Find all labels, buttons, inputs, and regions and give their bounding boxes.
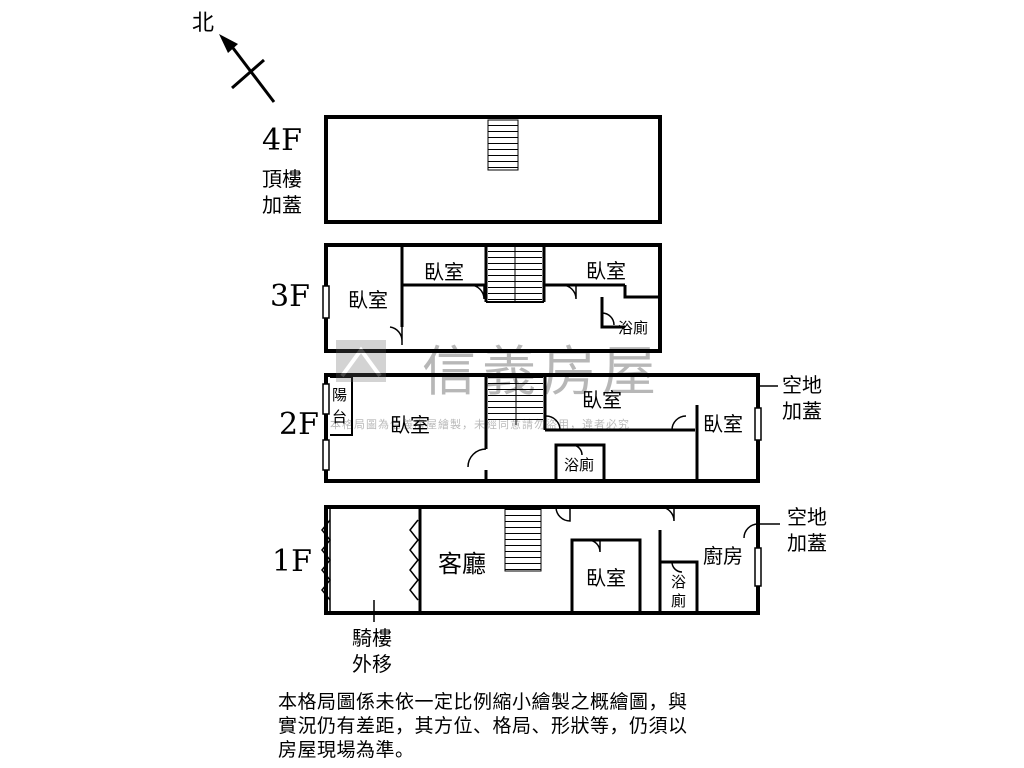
- door-icon: [671, 561, 683, 573]
- floor-4f-outline: [324, 115, 662, 224]
- floor-1f-side-line2: 加蓋: [787, 531, 827, 555]
- floor-1f-arcade-line1: 騎樓: [352, 626, 392, 650]
- compass: 北: [192, 11, 276, 103]
- door-icon: [545, 415, 561, 431]
- brand-logo-mark: [340, 346, 382, 378]
- floor-4f: 4F 頂樓 加蓋: [262, 115, 662, 224]
- compass-needle: [231, 47, 276, 103]
- watermark-disclaimer: 本格局圖為信義房屋繪製，未經同意請勿盜用，違者必究: [330, 417, 630, 431]
- north-label: 北: [192, 11, 214, 36]
- door-icon: [555, 506, 571, 522]
- north-arrow-icon: [219, 34, 238, 53]
- floor-4f-note-line1: 頂樓: [262, 167, 302, 191]
- floor-1f-outline: [324, 505, 760, 615]
- wall: [623, 285, 660, 299]
- door-icon: [389, 326, 403, 345]
- floor-2f-bedroom-right: 臥室: [703, 412, 743, 436]
- door-icon: [561, 284, 577, 300]
- floor-4f-note-line2: 加蓋: [262, 193, 302, 217]
- floor-4f-label: 4F: [262, 123, 302, 158]
- compass-cross: [231, 58, 265, 90]
- footer-note-line2: 實況仍有差距，其方位、格局、形狀等，仍須以: [278, 715, 688, 737]
- floor-2f-balcony-line2: 台: [332, 408, 347, 426]
- floor-1f: 1F 客廳 臥室 廚房 浴 廁 空地 加蓋 騎樓 外移: [272, 505, 827, 676]
- footer-note-line1: 本格局圖係未依一定比例縮小繪製之概繪圖，與: [278, 691, 688, 713]
- wall: [554, 443, 606, 481]
- window-icon: [322, 285, 330, 319]
- balcony-wall: [330, 376, 353, 436]
- floor-1f-side-line1: 空地: [787, 505, 827, 529]
- door-icon: [587, 539, 601, 553]
- footer-note-line3: 房屋現場為準。: [278, 739, 415, 761]
- door-icon: [601, 312, 615, 326]
- floor-2f-bedroom-left: 臥室: [390, 413, 430, 437]
- floor-3f-bedroom-right: 臥室: [586, 259, 626, 283]
- floor-1f-stairs: [504, 508, 542, 572]
- floor-2f-side-line1: 空地: [782, 373, 822, 397]
- window-icon: [322, 383, 330, 415]
- watermark: 信義房屋 本格局圖為信義房屋繪製，未經同意請勿盜用，違者必究: [330, 340, 662, 431]
- floor-3f-bath: 浴廁: [618, 319, 648, 337]
- floor-1f-bath-line2: 廁: [671, 592, 686, 610]
- floor-1f-bath-line1: 浴: [671, 573, 686, 591]
- floor-2f-label: 2F: [279, 407, 319, 442]
- floor-2f: 2F 陽 台 臥室 臥室 臥室 浴廁 空地 加蓋: [279, 373, 822, 483]
- floor-2f-balcony-line1: 陽: [332, 386, 347, 404]
- folding-door-icon: [409, 519, 419, 601]
- brand-logo-icon: [336, 340, 386, 382]
- wall: [600, 297, 625, 329]
- window-icon: [754, 407, 762, 441]
- floor-2f-bedroom-mid: 臥室: [582, 388, 622, 412]
- floor-1f-kitchen: 廚房: [703, 544, 743, 568]
- window-icon: [322, 439, 330, 471]
- door-icon: [467, 448, 487, 468]
- door-icon: [571, 444, 583, 456]
- floor-3f: 3F 臥室 臥室 臥室 浴廁: [270, 243, 662, 353]
- floor-1f-arcade-line2: 外移: [352, 652, 392, 676]
- floor-1f-living: 客廳: [438, 550, 486, 578]
- door-icon: [469, 284, 485, 300]
- floor-3f-label: 3F: [270, 279, 310, 314]
- floor-2f-side-line2: 加蓋: [782, 399, 822, 423]
- floor-3f-bedroom-left: 臥室: [348, 288, 388, 312]
- floor-4f-stairs: [487, 119, 519, 171]
- folding-door-icon: [321, 519, 331, 601]
- floor-2f-bath: 浴廁: [564, 456, 594, 474]
- door-icon: [671, 415, 687, 431]
- door-icon: [743, 523, 759, 539]
- wall: [570, 538, 642, 611]
- footer-note: 本格局圖係未依一定比例縮小繪製之概繪圖，與 實況仍有差距，其方位、格局、形狀等，…: [278, 690, 748, 762]
- watermark-brand: 信義房屋: [422, 340, 662, 403]
- floor-1f-label: 1F: [272, 544, 312, 579]
- window-icon: [754, 547, 762, 587]
- floor-1f-bedroom: 臥室: [586, 566, 626, 590]
- door-icon: [659, 506, 675, 522]
- floor-3f-bedroom-mid: 臥室: [424, 260, 464, 284]
